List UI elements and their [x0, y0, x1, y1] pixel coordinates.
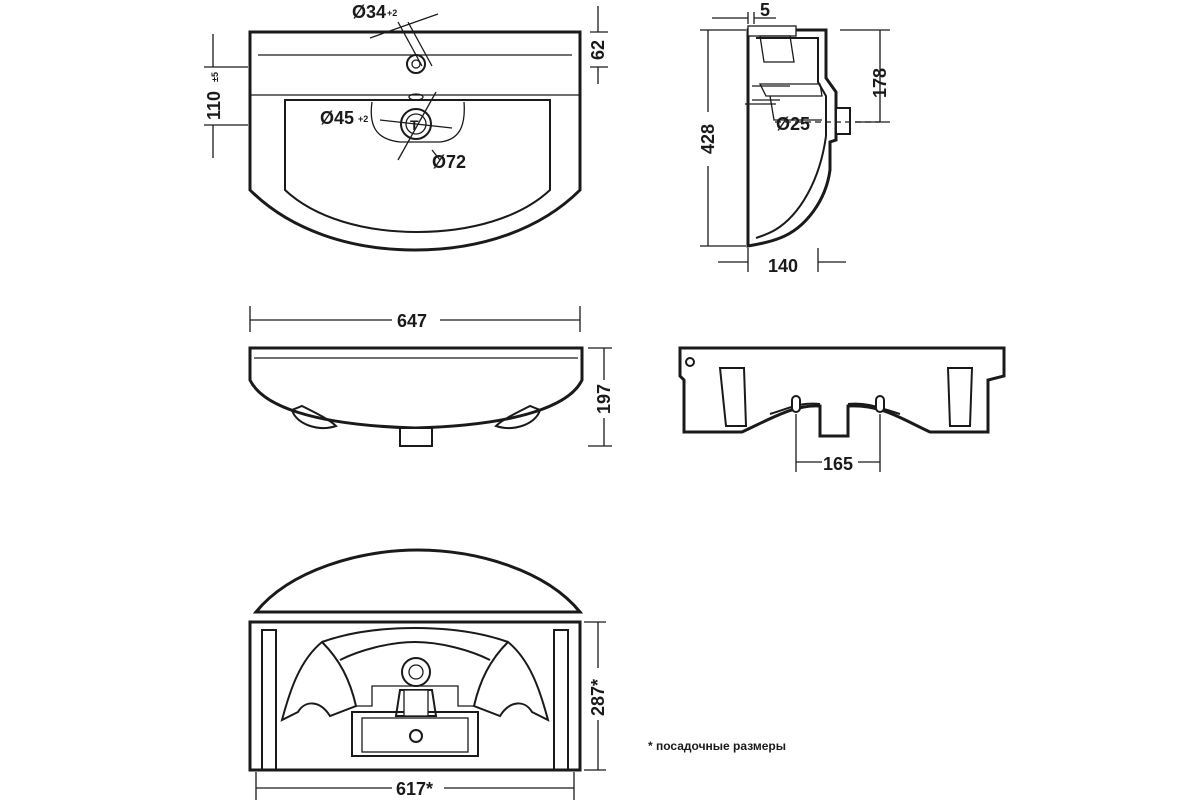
top-view-bowl [284, 99, 551, 234]
dim-drain-tol: +2 [358, 114, 368, 124]
rear-view: 165 [678, 346, 1006, 474]
side-view-outline [746, 28, 838, 248]
tap-hole [406, 54, 426, 74]
side-view: 5 178 428 Ø25 140 [698, 0, 890, 276]
dim-110-tol: ±5 [210, 72, 220, 82]
drain-hole [400, 108, 432, 140]
front-view: 647 197 [248, 306, 614, 447]
dim-110-label: 110 [204, 91, 224, 120]
dim-197-label: 197 [594, 384, 614, 414]
top-view: T Ø34 +2 62 110 ±5 Ø45 +2 Ø72 [204, 2, 608, 252]
dim-617-label: 617* [396, 779, 433, 799]
dim-drain-label: Ø45 [320, 108, 354, 128]
bottom-view: 287* 617* * посадочные размеры [248, 548, 786, 800]
dim-5-label: 5 [760, 0, 770, 20]
front-view-outline [248, 346, 584, 430]
dim-178-label: 178 [870, 68, 890, 98]
rear-view-outline [678, 346, 1006, 438]
dim-62-label: 62 [588, 40, 608, 60]
drain-t-glyph: T [410, 117, 419, 133]
dim-647-label: 647 [397, 311, 427, 331]
dim-140-label: 140 [768, 256, 798, 276]
dim-tap-hole-tol: +2 [387, 8, 397, 18]
dim-25-label: Ø25 [776, 114, 810, 134]
dim-287-label: 287* [588, 679, 608, 716]
seating-dimensions-note: * посадочные размеры [648, 739, 786, 753]
top-view-outline [248, 30, 582, 252]
dim-165-label: 165 [823, 454, 853, 474]
bottom-view-dome [252, 548, 584, 614]
dim-72-label: Ø72 [432, 152, 466, 172]
dim-tap-hole-label: Ø34 [352, 2, 386, 22]
dim-428-label: 428 [698, 124, 718, 154]
